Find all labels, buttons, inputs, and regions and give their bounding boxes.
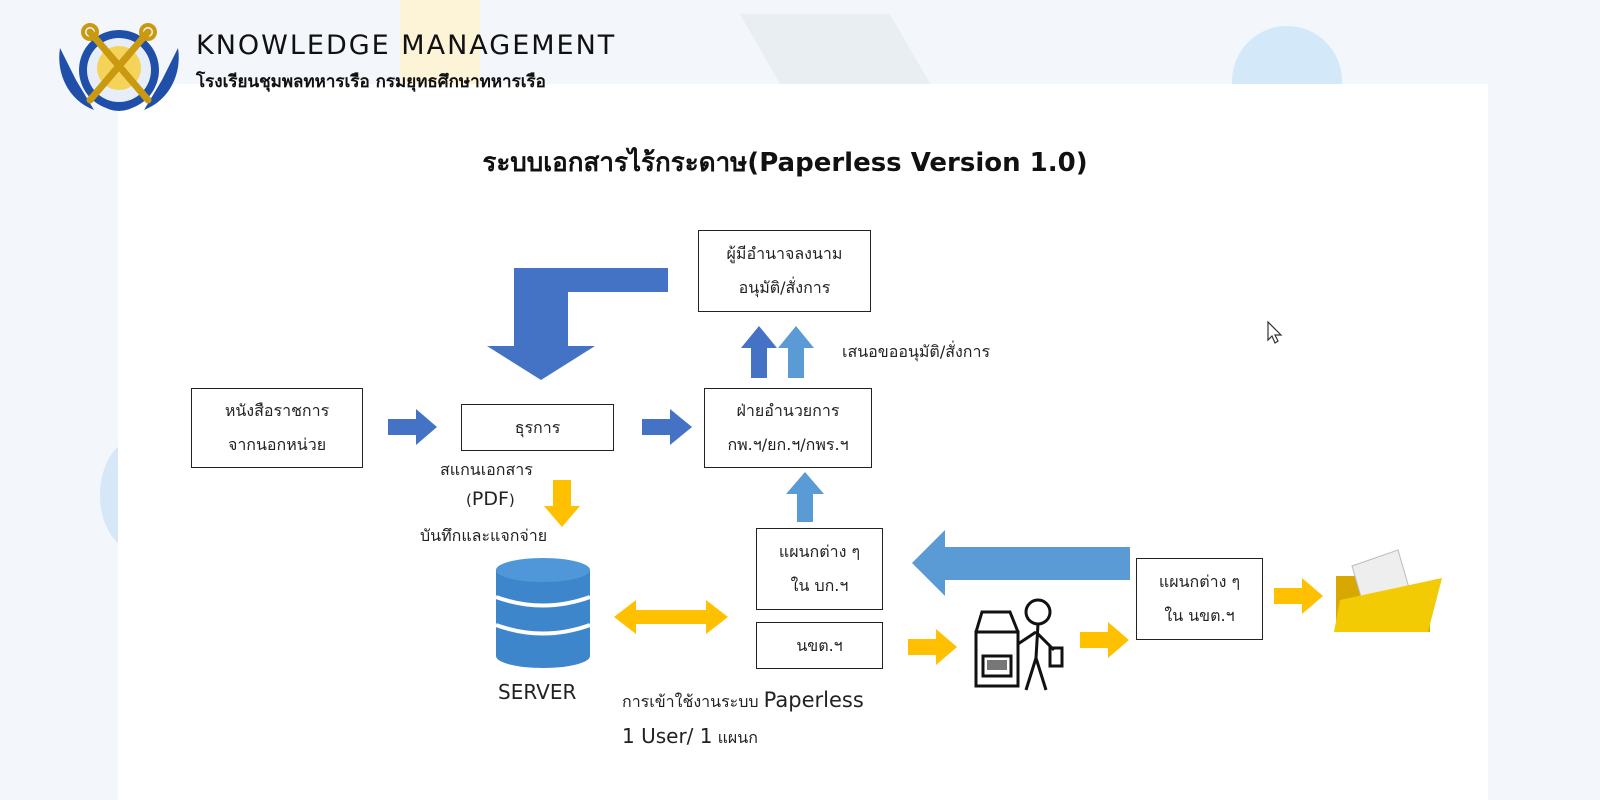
dept-nkt-line1: แผนกต่าง ๆ [1158, 572, 1241, 591]
access-app: Paperless [763, 688, 864, 712]
arrow-admin-to-server [544, 480, 580, 527]
return-arrow [487, 268, 668, 380]
scan-label: สแกนเอกสาร [440, 460, 533, 479]
diagram-title: ระบบเอกสารไร้กระดาษ(Paperless Version 1.… [482, 148, 1088, 178]
nkt-box: นขต.ฯ [756, 622, 883, 669]
arrow-external-to-admin [388, 409, 437, 445]
admin-box: ธุรการ [461, 404, 614, 451]
access-line2: 1 User/ 1 แผนก [622, 724, 758, 751]
dept-bk-line2: ใน บก.ฯ [790, 576, 849, 595]
arrow-admin-to-operations [642, 409, 692, 445]
arrow-dept-nkt-to-folder [1274, 578, 1323, 614]
access-prefix: การเข้าใช้งานระบบ [622, 692, 759, 711]
admin-label: ธุรการ [514, 417, 561, 437]
mouse-cursor-icon [1267, 320, 1283, 344]
external-document-box: หนังสือราชการ จากนอกหน่วย [191, 388, 363, 468]
arrow-dept-nkt-to-dept-bk [912, 530, 1130, 596]
dept-nkt-box: แผนกต่าง ๆ ใน นขต.ฯ [1136, 558, 1263, 640]
nkt-label: นขต.ฯ [796, 635, 843, 655]
person-scanner-icon [974, 598, 1064, 691]
operations-line1: ฝ่ายอำนวยการ [736, 401, 840, 420]
external-document-line2: จากนอกหน่วย [227, 435, 327, 454]
brand-subtitle: โรงเรียนชุมพลทหารเรือ กรมยุทธศึกษาทหารเร… [196, 72, 546, 92]
operations-box: ฝ่ายอำนวยการ กพ.ฯ/ยก.ฯ/กพร.ฯ [704, 388, 872, 468]
server-label: SERVER [498, 680, 577, 704]
record-label: บันทึกและแจกจ่าย [420, 526, 548, 545]
arrow-dept-to-operations [786, 472, 824, 522]
approver-box: ผู้มีอำนาจลงนาม อนุมัติ/สั่งการ [698, 230, 871, 312]
arrow-nkt-to-scanner [908, 629, 957, 665]
background-shape-top [400, 0, 480, 84]
approver-line1: ผู้มีอำนาจลงนาม [726, 244, 843, 263]
dept-bk-box: แผนกต่าง ๆ ใน บก.ฯ [756, 528, 883, 610]
operations-line2: กพ.ฯ/ยก.ฯ/กพร.ฯ [727, 435, 849, 454]
pdf-text: PDF [471, 488, 509, 510]
brand-title: KNOWLEDGE MANAGEMENT [196, 30, 617, 61]
access-users: 1 User/ 1 [622, 724, 713, 748]
dept-nkt-line2: ใน นขต.ฯ [1164, 606, 1235, 625]
arrow-operations-to-approver-dark [741, 326, 777, 378]
anchor-logo-icon [59, 23, 179, 111]
arrow-scanner-to-dept-nkt [1080, 622, 1129, 658]
pdf-close: ) [508, 491, 515, 509]
propose-label: เสนอขออนุมัติ/สั่งการ [842, 342, 991, 361]
folder-icon [1334, 549, 1442, 632]
pdf-open: ( [466, 491, 472, 509]
arrow-server-to-users [614, 600, 728, 634]
pdf-label: (PDF) [466, 488, 515, 510]
access-line1: การเข้าใช้งานระบบ Paperless [622, 688, 864, 715]
arrow-operations-to-approver-light [778, 326, 814, 378]
external-document-line1: หนังสือราชการ [224, 401, 330, 420]
database-server-icon [495, 558, 591, 668]
approver-line2: อนุมัติ/สั่งการ [738, 278, 831, 297]
access-unit: แผนก [717, 728, 758, 747]
dept-bk-line1: แผนกต่าง ๆ [778, 542, 861, 561]
